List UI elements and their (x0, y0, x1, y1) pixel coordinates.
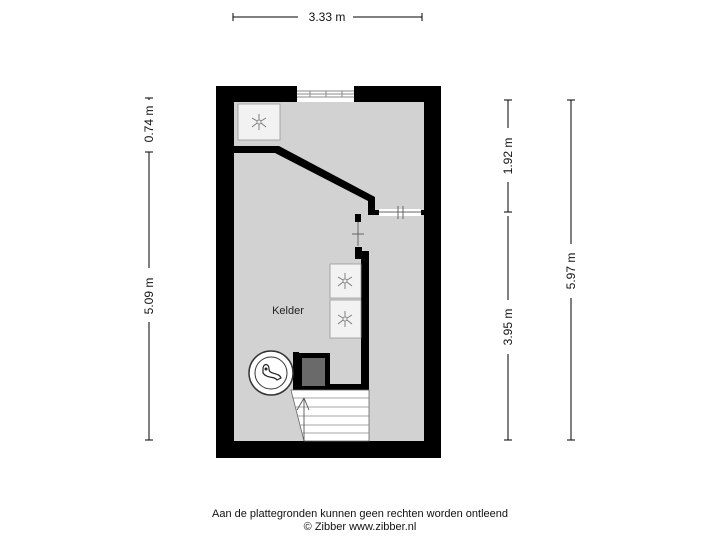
dimension-right-outer-label: 5.97 m (564, 253, 578, 290)
inner-wall-vertical-mid (355, 247, 362, 259)
dimension-right-outer: 5.97 m (564, 99, 578, 441)
dimension-top: 3.33 m (232, 10, 423, 24)
dimension-left-lower-label: 5.09 m (142, 278, 156, 315)
footer-disclaimer: Aan de plattegronden kunnen geen rechten… (211, 508, 508, 520)
fan-icon (329, 299, 362, 339)
inner-wall-diagonal (234, 146, 375, 212)
dimension-right-inner: 1.92 m 3.95 m (501, 99, 515, 441)
window-icon (297, 86, 354, 102)
footer-copyright: © Zibber www.zibber.nl (303, 521, 417, 533)
dimension-left-upper-label: 0.74 m (142, 106, 156, 143)
dimension-top-label: 3.33 m (309, 10, 346, 24)
dimension-right-inner-upper-label: 1.92 m (501, 138, 515, 175)
fan-icon (237, 103, 281, 141)
dimension-left: 0.74 m 5.09 m (142, 97, 156, 441)
boiler-icon (248, 350, 294, 396)
door-icon (379, 206, 421, 219)
inner-wall-vertical-main (361, 251, 369, 390)
meter-cabinet-icon (297, 353, 330, 389)
stairs-icon (290, 389, 370, 442)
room-label-kelder: Kelder (272, 305, 304, 317)
inner-wall-stair-left (293, 352, 299, 388)
door-icon (352, 222, 364, 246)
fan-icon (329, 263, 362, 299)
dimension-right-inner-lower-label: 3.95 m (501, 309, 515, 346)
inner-wall-stair-top (293, 384, 369, 390)
